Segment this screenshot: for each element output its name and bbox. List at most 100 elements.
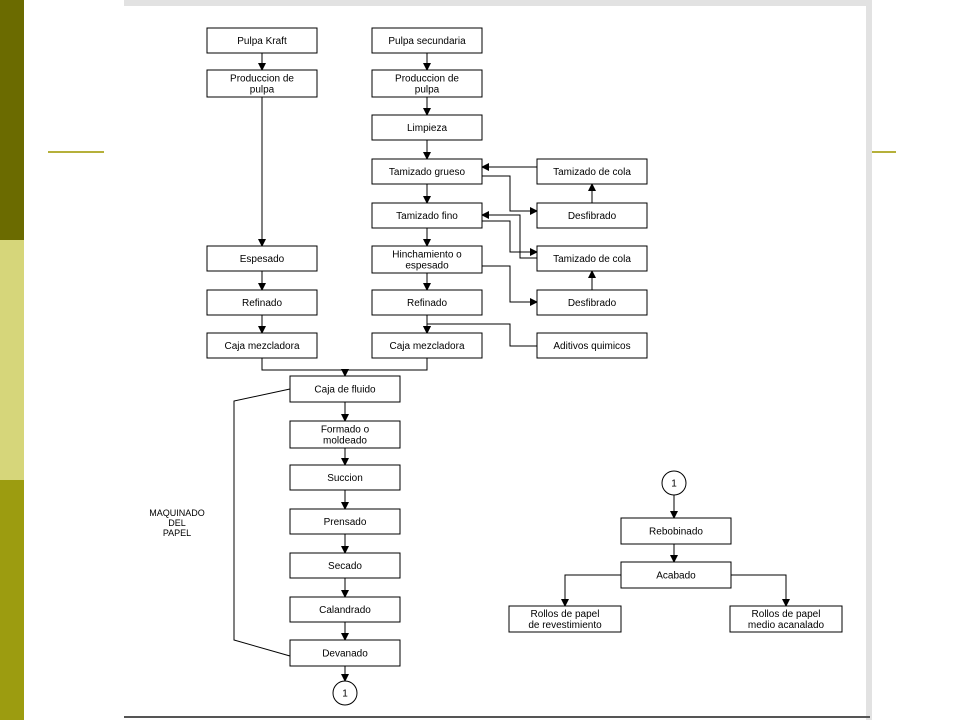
edge-devanado-to-caja-fluido <box>233 388 291 657</box>
panel-edge-right <box>866 0 872 720</box>
node-label: Limpieza <box>407 123 447 134</box>
node-box <box>371 69 483 98</box>
connector-circle <box>661 470 687 496</box>
node-box <box>289 464 401 491</box>
node-label: Refinado <box>242 298 282 309</box>
node-espesado: Espesado <box>206 245 318 272</box>
node-label: Rollos de papel <box>752 609 821 620</box>
node-label: Succion <box>327 473 363 484</box>
node-box <box>536 245 648 272</box>
node-label: moldeado <box>323 436 367 447</box>
edge-tam-grueso-to-desfibrado-1 <box>482 175 538 215</box>
node-box <box>289 420 401 449</box>
node-box <box>289 375 401 403</box>
node-box <box>289 596 401 623</box>
node-label: Formado o <box>321 425 370 436</box>
node-box <box>206 27 318 54</box>
node-label: Tamizado de cola <box>553 167 631 178</box>
node-refinado-k: Refinado <box>206 289 318 316</box>
node-prensado: Prensado <box>289 508 401 535</box>
node-label: Rollos de papel <box>531 609 600 620</box>
node-succion: Succion <box>289 464 401 491</box>
node-calandrado: Calandrado <box>289 596 401 623</box>
node-label: espesado <box>405 261 449 272</box>
edge-acabado-to-rollos-med <box>731 574 790 607</box>
node-box <box>729 605 843 633</box>
maquinado-label-line-3: PAPEL <box>163 528 191 538</box>
node-box <box>371 245 483 274</box>
maquinado-label-line-1: MAQUINADO <box>149 508 205 518</box>
node-box <box>371 332 483 359</box>
node-secado: Secado <box>289 552 401 579</box>
node-box <box>371 202 483 229</box>
node-caja-k: Caja mezcladora <box>206 332 318 359</box>
node-box <box>536 202 648 229</box>
node-label: Acabado <box>656 571 696 582</box>
node-label: de revestimiento <box>528 620 602 631</box>
node-label: Hinchamiento o <box>392 250 462 261</box>
node-tam-fino: Tamizado fino <box>371 202 483 229</box>
node-box <box>371 114 483 141</box>
node-acabado: Acabado <box>620 561 732 589</box>
node-tam-grueso: Tamizado grueso <box>371 158 483 185</box>
node-tam-cola-2: Tamizado de cola <box>536 245 648 272</box>
panel-bottom-line <box>124 716 870 718</box>
node-label: Caja mezcladora <box>224 341 299 352</box>
diagram-panel <box>104 0 872 720</box>
connector-label: 1 <box>671 479 677 490</box>
node-pulpa-sec: Pulpa secundaria <box>371 27 483 54</box>
node-desfibrado-1: Desfibrado <box>536 202 648 229</box>
node-label: Produccion de <box>230 74 294 85</box>
node-aditivos: Aditivos quimicos <box>536 332 648 359</box>
edge-acabado-to-rollos-rev <box>561 574 621 607</box>
node-box <box>371 158 483 185</box>
node-label: Desfibrado <box>568 211 617 222</box>
edge-hinchamiento-to-desfibrado-2 <box>482 265 538 306</box>
node-refinado-s: Refinado <box>371 289 483 316</box>
left-band-light <box>0 240 24 480</box>
node-box <box>536 332 648 359</box>
node-box <box>206 69 318 98</box>
node-box <box>508 605 622 633</box>
node-box <box>371 27 483 54</box>
maquinado-label-line-2: DEL <box>168 518 186 528</box>
node-label: Espesado <box>240 254 285 265</box>
node-box <box>289 508 401 535</box>
node-box <box>536 289 648 316</box>
connector-conn-bottom: 1 <box>332 680 358 706</box>
node-label: Caja de fluido <box>314 385 376 396</box>
node-limpieza: Limpieza <box>371 114 483 141</box>
left-band-medium <box>0 480 24 720</box>
node-devanado: Devanado <box>289 639 401 667</box>
node-label: Prensado <box>324 517 367 528</box>
node-box <box>536 158 648 185</box>
edge-tam-fino-to-tam-cola-2 <box>482 220 538 256</box>
node-label: Desfibrado <box>568 298 617 309</box>
node-label: Calandrado <box>319 605 371 616</box>
node-box <box>289 552 401 579</box>
node-label: Devanado <box>322 649 368 660</box>
node-rebobinado: Rebobinado <box>620 517 732 545</box>
node-tam-cola-1: Tamizado de cola <box>536 158 648 185</box>
node-label: Tamizado de cola <box>553 254 631 265</box>
node-label: Produccion de <box>395 74 459 85</box>
node-box <box>206 332 318 359</box>
title-rule-right <box>870 151 896 153</box>
node-box <box>289 639 401 667</box>
node-caja-fluido: Caja de fluido <box>289 375 401 403</box>
node-box <box>620 561 732 589</box>
node-box <box>371 289 483 316</box>
panel-edge-top <box>124 0 870 6</box>
node-label: pulpa <box>250 85 275 96</box>
node-desfibrado-2: Desfibrado <box>536 289 648 316</box>
title-rule-left <box>48 151 106 153</box>
node-label: Aditivos quimicos <box>553 341 630 352</box>
edge-tam-cola-2-to-tam-fino <box>481 211 537 259</box>
node-label: pulpa <box>415 85 440 96</box>
